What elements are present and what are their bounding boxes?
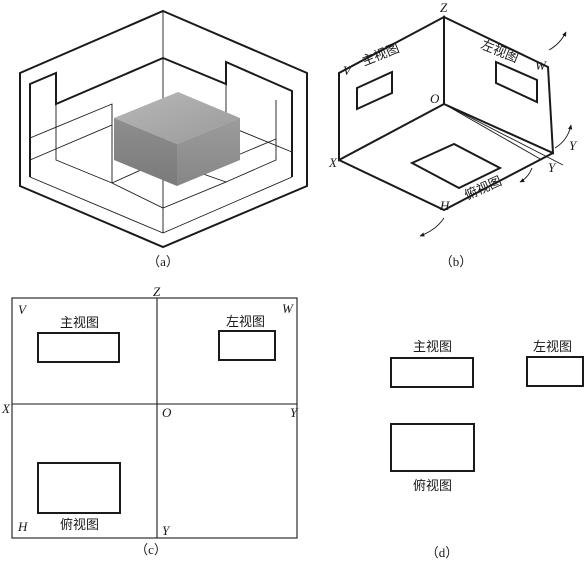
top-view-label-b: 俯视图 <box>462 173 504 203</box>
plane-h-b: H <box>439 198 450 213</box>
front-view-label-b: 主视图 <box>360 41 402 70</box>
plane-v-c: V <box>18 302 28 317</box>
axis-x-c: X <box>1 401 11 416</box>
axis-x-b: X <box>328 155 338 170</box>
top-view-rect-c <box>37 462 121 514</box>
y-axis-bottom-line <box>443 103 543 161</box>
v-floor-edge <box>29 176 164 234</box>
left-view-label-c: 左视图 <box>226 315 265 330</box>
panel-c: Z V W X O Y H Y 主视图 左视图 俯视图 （c） <box>1 284 299 557</box>
h-rotate-arrow-right <box>519 167 533 183</box>
w-guide <box>225 100 277 183</box>
front-view-label-d: 主视图 <box>413 340 452 355</box>
origin-b: O <box>430 91 440 106</box>
v-projection-outline <box>55 104 113 184</box>
left-view-label-b: 左视图 <box>479 38 521 67</box>
h-plane <box>338 152 554 212</box>
left-view-label-d: 左视图 <box>533 340 572 355</box>
w-floor-edge <box>162 176 293 234</box>
w-plane-rim <box>162 57 293 177</box>
axis-y-right-c: Y <box>290 405 299 420</box>
w-rotate-arrow-2 <box>554 124 573 149</box>
v-mid-line <box>29 124 113 161</box>
left-view-rect-c <box>218 330 276 361</box>
front-view-rect-b <box>356 70 393 111</box>
box-front-face <box>114 118 177 186</box>
outer-hexagon <box>19 9 308 249</box>
origin-c: O <box>162 405 172 420</box>
caption-c: （c） <box>135 542 167 557</box>
axis-y-right-b: Y <box>569 138 578 153</box>
front-view-rect-d <box>390 357 474 388</box>
caption-d: （d） <box>426 545 459 560</box>
v-plane-rim <box>29 57 164 177</box>
v-guide <box>29 103 113 183</box>
panel-b: Z V W O X Y Y H 主视图 左视图 俯视图 （b） <box>328 0 578 269</box>
h-rotate-arrow-bottom <box>419 217 445 237</box>
top-view-label-d: 俯视图 <box>413 478 452 494</box>
top-view-label-c: 俯视图 <box>60 517 99 533</box>
left-view-rect-b <box>495 60 538 104</box>
top-view-rect-b <box>409 142 503 190</box>
top-view-rect-d <box>390 423 475 472</box>
axis-y-bottom-c: Y <box>162 523 171 538</box>
left-view-rect-d <box>526 356 584 387</box>
y-axis-right-line <box>443 103 564 166</box>
plane-w-b: W <box>535 58 547 73</box>
box-side-face <box>177 118 240 186</box>
axis-y-bottom-b: Y <box>548 160 557 175</box>
caption-b: （b） <box>440 254 473 269</box>
front-view-rect-c <box>37 332 120 363</box>
caption-a: （a） <box>147 254 179 269</box>
panel-d: 主视图 左视图 俯视图 （d） <box>390 340 584 560</box>
plane-w-c: W <box>282 301 294 316</box>
plane-v-b: V <box>343 63 353 78</box>
projection-frame <box>11 297 298 539</box>
panel-a: （a） <box>19 9 308 269</box>
plane-h-c: H <box>17 519 28 534</box>
axis-z-b: Z <box>440 0 448 15</box>
axis-z-c: Z <box>153 284 161 299</box>
w-rotate-arrow <box>548 31 567 51</box>
front-view-label-c: 主视图 <box>60 316 99 331</box>
